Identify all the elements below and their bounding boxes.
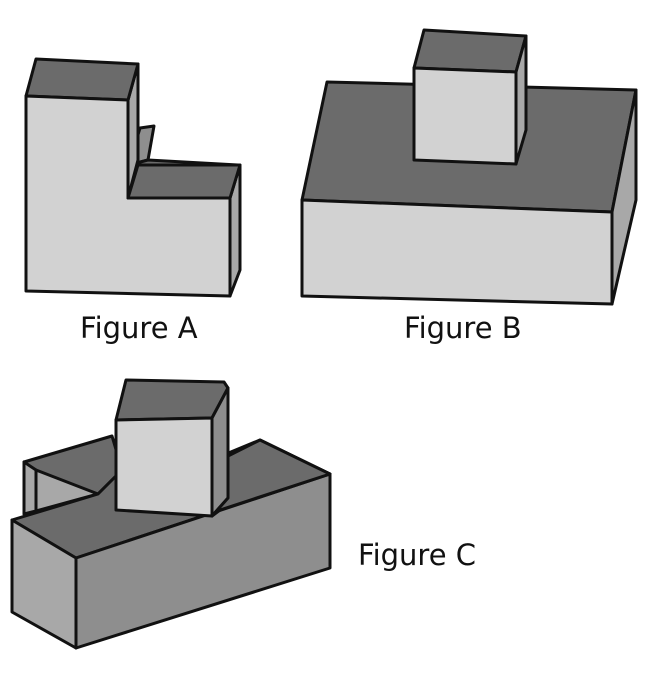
figure-b-slab-front xyxy=(300,198,614,306)
figure-a-column-top xyxy=(24,57,140,102)
figure-c-label: Figure C xyxy=(358,538,477,572)
figure-c-slab-top-right xyxy=(210,438,332,518)
figure-b-slab-side xyxy=(610,88,638,306)
figure-b-cube-side xyxy=(514,34,528,166)
figure-b-cube-front xyxy=(412,66,518,166)
figure-c-solid xyxy=(10,378,332,650)
figure-a-step-ledge xyxy=(126,163,242,200)
figure-b-solid xyxy=(300,28,638,306)
figure-c-cube-front xyxy=(114,416,214,518)
figure-b-label: Figure B xyxy=(404,311,522,345)
figure-a-label: Figure A xyxy=(80,311,198,345)
figure-b-cube-top xyxy=(412,28,528,74)
figure-c-cube-top xyxy=(114,378,230,422)
figure-c-back-wing-front xyxy=(22,460,38,516)
figure-a-solid xyxy=(24,57,242,298)
